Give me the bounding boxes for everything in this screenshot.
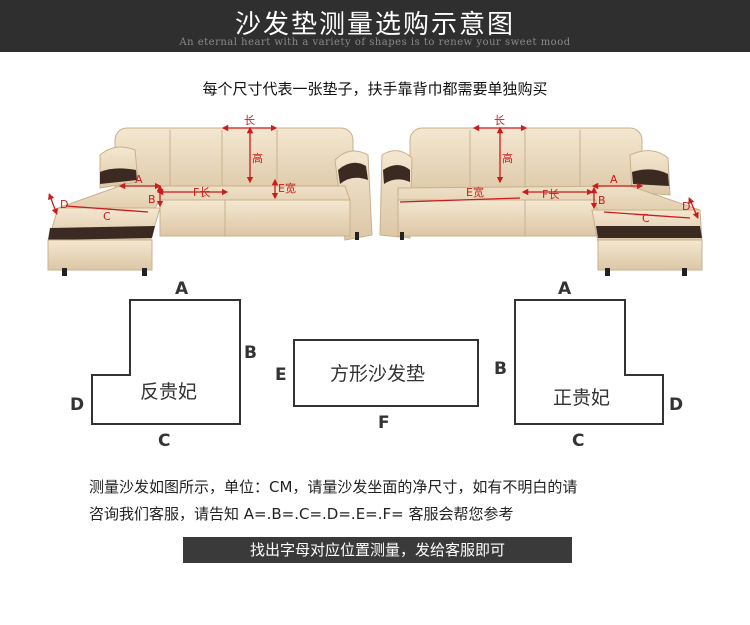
right-label-b: B bbox=[598, 194, 606, 207]
reverse-lshape-left: D bbox=[70, 395, 84, 415]
page-subtitle: An eternal heart with a variety of shape… bbox=[179, 37, 571, 48]
left-label-f: F长 bbox=[193, 186, 210, 199]
right-label-e: E宽 bbox=[466, 185, 484, 199]
right-label-height: 高 bbox=[502, 151, 513, 165]
reverse-lshape-bottom: C bbox=[158, 431, 170, 451]
lshape-top: A bbox=[558, 279, 572, 299]
left-label-length: 长 bbox=[244, 114, 255, 127]
sofa-illustration: 长 高 A B C D F长 E宽 长 高 E宽 F长 A B C D bbox=[47, 114, 703, 276]
left-label-a: A bbox=[135, 173, 143, 186]
right-label-d: D bbox=[682, 200, 690, 213]
header-banner: 沙发垫测量选购示意图 An eternal heart with a varie… bbox=[0, 0, 750, 52]
left-measurements bbox=[48, 124, 279, 216]
lshape-diagram: 正贵妃 A B D C bbox=[494, 279, 683, 451]
left-label-b: B bbox=[148, 193, 156, 206]
right-sofa bbox=[379, 127, 703, 276]
instructions-line-2: 咨询我们客服，请告知 A=.B=.C=.D=.E=.F= 客服会帮您参考 bbox=[89, 505, 514, 523]
lshape-label: 正贵妃 bbox=[553, 387, 610, 409]
footer-callout: 找出字母对应位置测量，发给客服即可 bbox=[183, 537, 572, 563]
left-label-d: D bbox=[60, 198, 68, 211]
right-label-length: 长 bbox=[494, 114, 505, 127]
reverse-lshape-diagram: 反贵妃 A B D C bbox=[70, 279, 257, 451]
rectangle-left: E bbox=[275, 365, 287, 385]
rectangle-diagram: 方形沙发垫 E F bbox=[275, 339, 479, 433]
left-sofa bbox=[47, 127, 373, 276]
right-label-f: F长 bbox=[542, 188, 559, 201]
right-measurements bbox=[399, 124, 699, 219]
reverse-lshape-right: B bbox=[244, 343, 257, 363]
left-label-e: E宽 bbox=[278, 181, 296, 195]
instructions-line-1: 测量沙发如图所示，单位：CM，请量沙发坐面的净尺寸，如有不明白的请 bbox=[89, 478, 578, 496]
right-label-c: C bbox=[642, 212, 650, 225]
rectangle-bottom: F bbox=[378, 413, 390, 433]
left-label-c: C bbox=[103, 210, 111, 223]
lshape-right: D bbox=[669, 395, 683, 415]
page-title: 沙发垫测量选购示意图 bbox=[234, 10, 515, 40]
lshape-left: B bbox=[494, 359, 507, 379]
lshape-bottom: C bbox=[572, 431, 584, 451]
rectangle-label: 方形沙发垫 bbox=[330, 363, 425, 385]
reverse-lshape-label: 反贵妃 bbox=[140, 381, 197, 403]
cushion-shapes: 反贵妃 A B D C 方形沙发垫 E F 正贵妃 A B D C bbox=[70, 279, 683, 451]
purchase-note: 每个尺寸代表一张垫子，扶手靠背巾都需要单独购买 bbox=[202, 80, 548, 98]
left-label-height: 高 bbox=[252, 151, 263, 165]
right-label-a: A bbox=[610, 173, 618, 186]
reverse-lshape-top: A bbox=[175, 279, 189, 299]
